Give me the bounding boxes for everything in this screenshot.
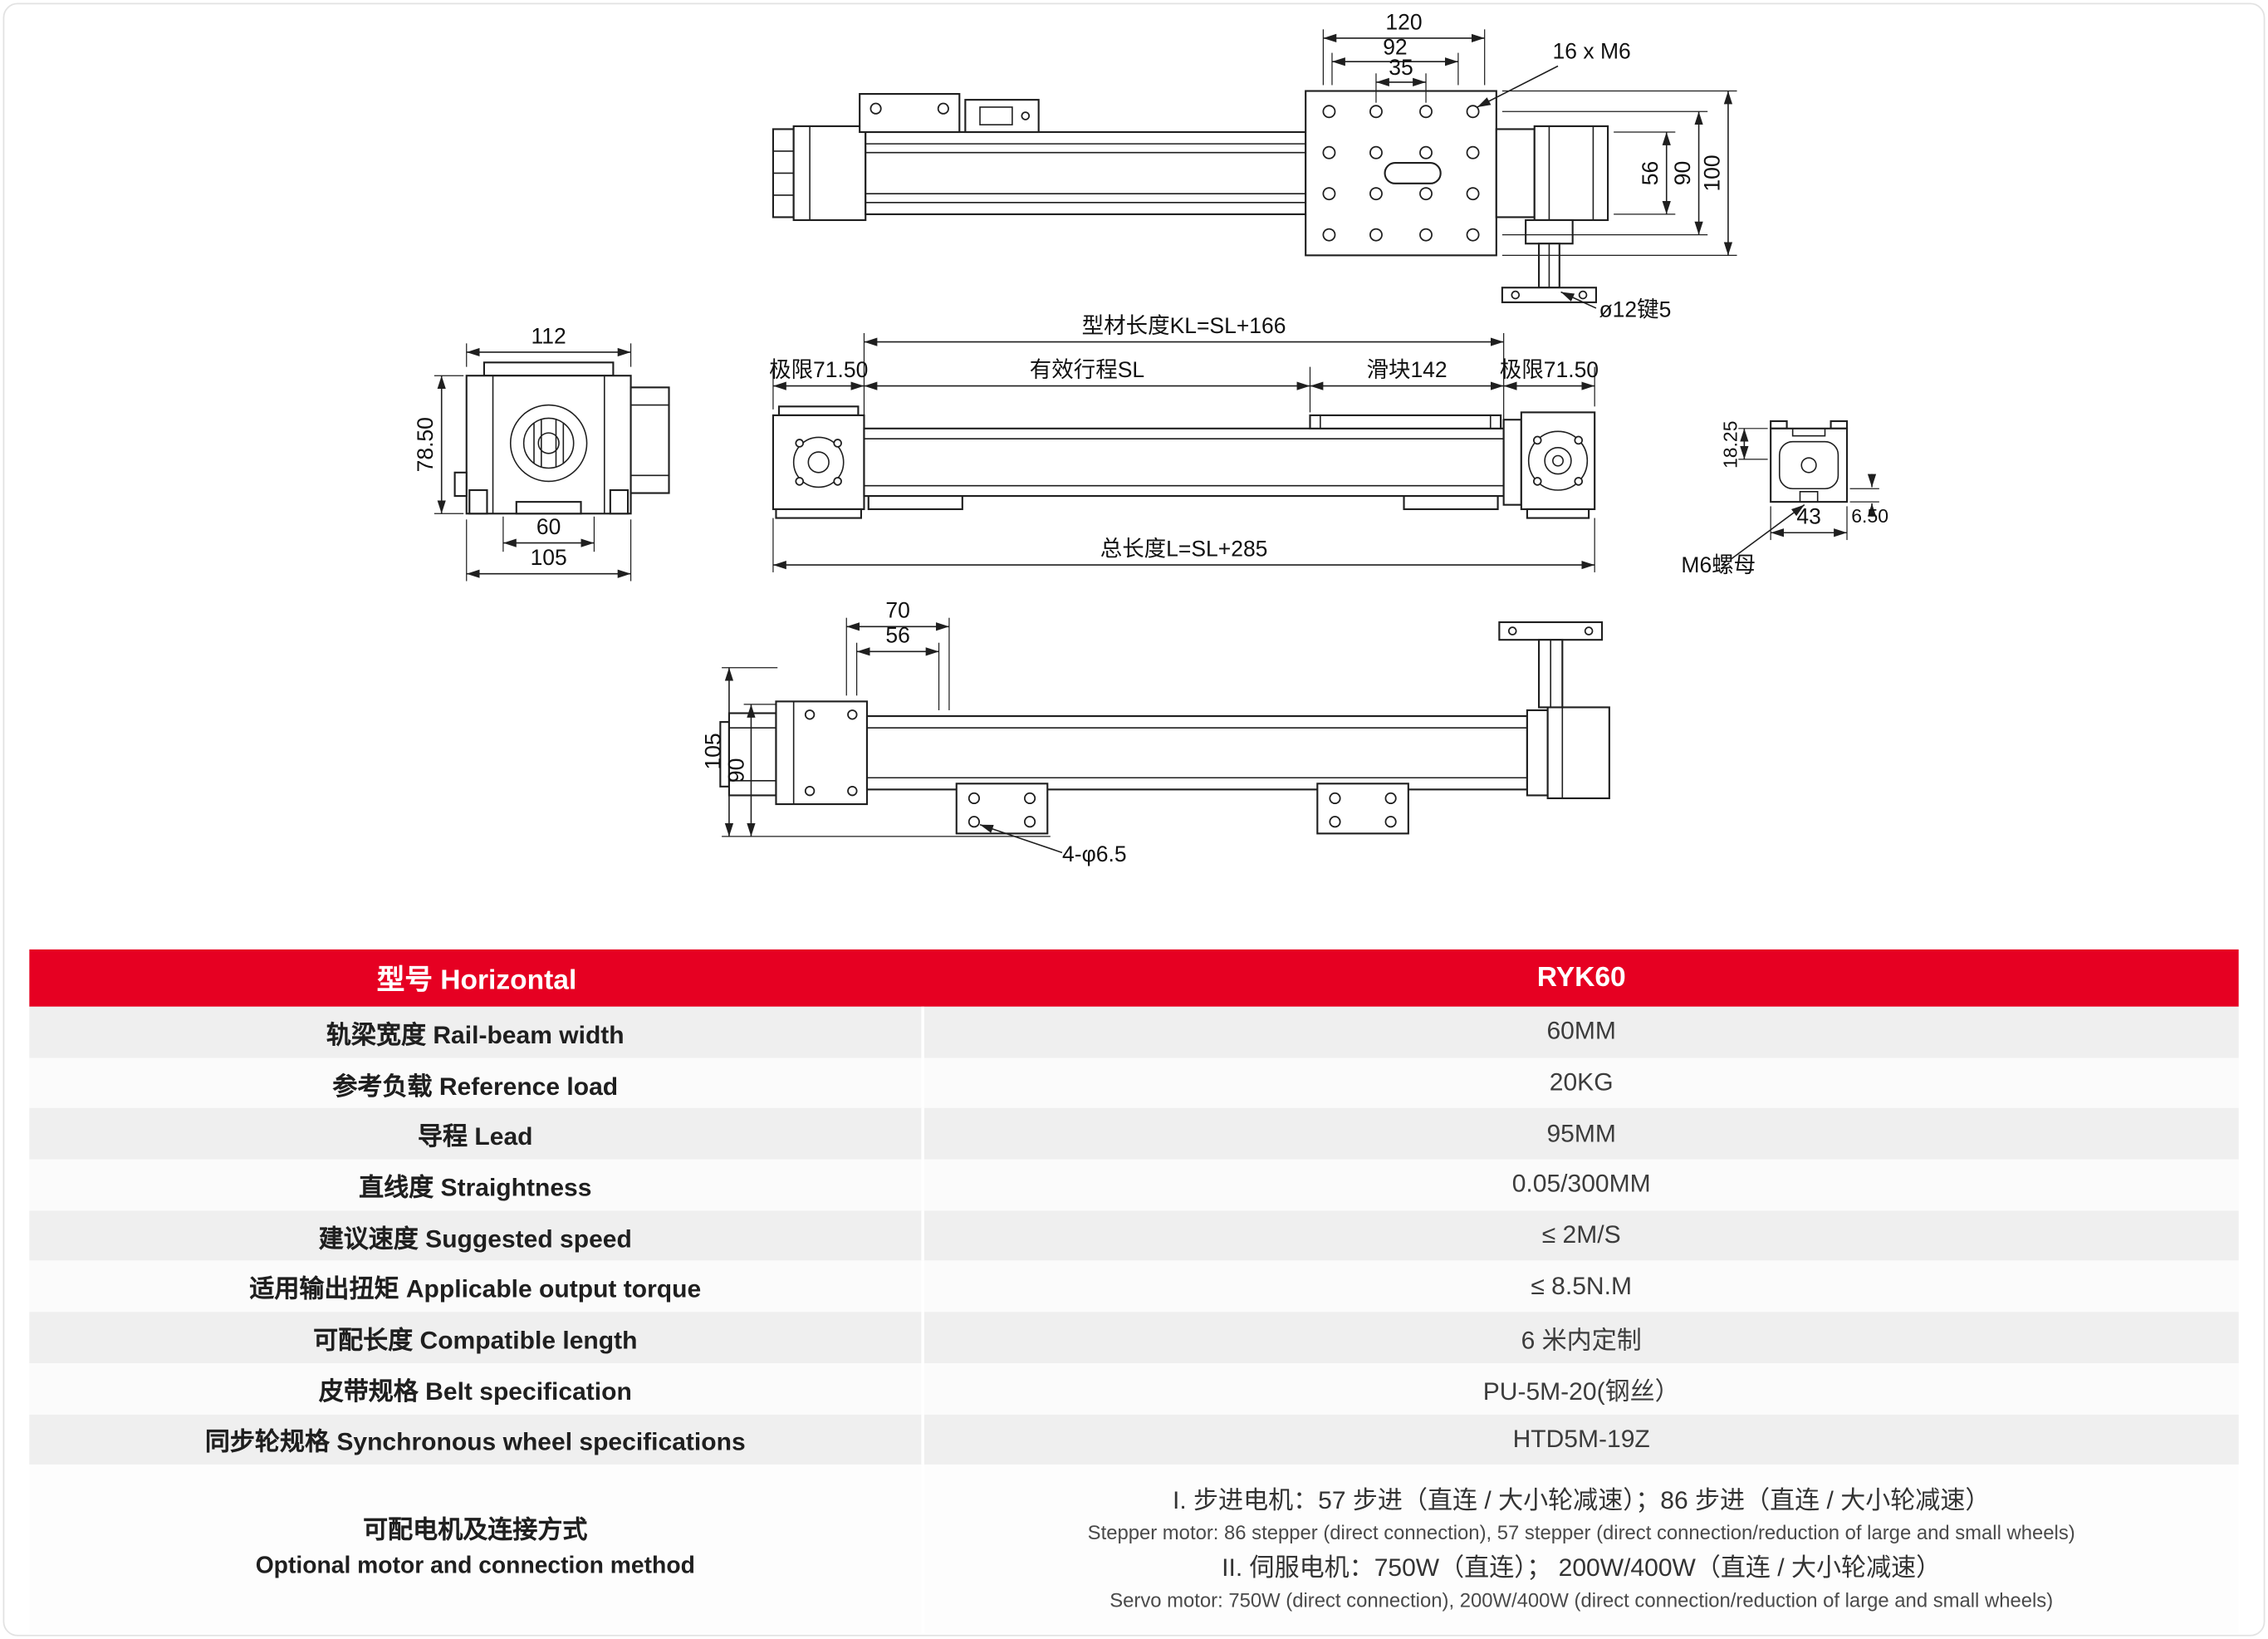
section-view-dimensions: 18.25 6.50 43 M6螺母 — [1681, 421, 1888, 577]
servo-line-zh: II. 伺服电机：750W（直连）； 200W/400W（直连 / 大小轮减速） — [1222, 1553, 1942, 1582]
dim-105-bottom-label: 105 — [700, 733, 725, 769]
table-row: 导程 Lead 95MM — [29, 1108, 2239, 1160]
table-row-motor: 可配电机及连接方式 Optional motor and connection … — [29, 1465, 2239, 1634]
table-row: 适用输出扭矩 Applicable output torque ≤ 8.5N.M — [29, 1261, 2239, 1313]
motor-label-zh: 可配电机及连接方式 — [363, 1515, 588, 1544]
shaft-key-label: ø12键5 — [1599, 297, 1671, 322]
front-view — [772, 405, 1596, 519]
dim-16xM6-label: 16 x M6 — [1553, 39, 1631, 64]
table-header-value: RYK60 — [1536, 961, 1626, 994]
row-value: 6 米内定制 — [1521, 1326, 1642, 1355]
dim-70-label: 70 — [885, 598, 909, 623]
dim-112-label: 112 — [531, 323, 566, 348]
front-view-dimensions: 型材长度KL=SL+166 极限71.50 有效行程SL 滑块142 极限71.… — [769, 313, 1599, 572]
dim-78-50-label: 78.50 — [413, 417, 438, 472]
limit-right-label: 极限71.50 — [1500, 357, 1599, 382]
m6-nut-label: M6螺母 — [1681, 552, 1756, 577]
dim-56-bottom-label: 56 — [885, 623, 909, 648]
row-value: 60MM — [1546, 1017, 1616, 1046]
row-label: 建议速度 Suggested speed — [29, 1210, 924, 1262]
dim-100-label: 100 — [1699, 155, 1724, 191]
table-row: 可配长度 Compatible length 6 米内定制 — [29, 1312, 2239, 1363]
bottom-view — [719, 621, 1610, 835]
dim-56-label: 56 — [1638, 161, 1663, 185]
section-view — [1770, 420, 1849, 503]
row-label: 同步轮规格 Synchronous wheel specifications — [29, 1414, 924, 1465]
profile-length-label: 型材长度KL=SL+166 — [1082, 313, 1286, 338]
row-value: 0.05/300MM — [1511, 1170, 1651, 1199]
dim-90-bottom-label: 90 — [724, 758, 749, 783]
dim-60-label: 60 — [536, 514, 561, 539]
dim-90-label: 90 — [1670, 161, 1695, 185]
technical-drawing: 120 92 35 16 x M6 56 90 100 ø12键5 — [413, 9, 1888, 866]
dim-18-25-label: 18.25 — [1720, 421, 1741, 469]
side-view — [453, 361, 670, 515]
holes-label: 4-φ6.5 — [1062, 842, 1127, 866]
row-label: 直线度 Straightness — [29, 1159, 924, 1210]
row-label: 适用输出扭矩 Applicable output torque — [29, 1261, 924, 1313]
row-label: 轨梁宽度 Rail-beam width — [29, 1006, 924, 1058]
dim-92-label: 92 — [1383, 34, 1407, 59]
row-label: 参考负载 Reference load — [29, 1057, 924, 1109]
total-length-label: 总长度L=SL+285 — [1100, 536, 1268, 561]
motor-row-label: 可配电机及连接方式 Optional motor and connection … — [29, 1465, 924, 1634]
stepper-line-zh: I. 步进电机：57 步进（直连 / 大小轮减速）；86 步进（直连 / 大小轮… — [1172, 1486, 1991, 1514]
row-value: 20KG — [1549, 1068, 1614, 1097]
slider-label: 滑块142 — [1366, 357, 1447, 382]
table-row: 建议速度 Suggested speed ≤ 2M/S — [29, 1210, 2239, 1262]
motor-row-value: I. 步进电机：57 步进（直连 / 大小轮减速）；86 步进（直连 / 大小轮… — [924, 1465, 2239, 1633]
row-label: 可配长度 Compatible length — [29, 1312, 924, 1363]
table-header-row: 型号 Horizontal RYK60 — [29, 949, 2239, 1007]
spec-table: 型号 Horizontal RYK60 轨梁宽度 Rail-beam width… — [29, 949, 2239, 1634]
row-value: 95MM — [1546, 1119, 1616, 1147]
row-value: ≤ 2M/S — [1541, 1220, 1621, 1249]
dim-35-label: 35 — [1389, 55, 1413, 80]
table-row: 皮带规格 Belt specification PU-5M-20(钢丝） — [29, 1362, 2239, 1415]
stroke-label: 有效行程SL — [1030, 357, 1144, 382]
row-value: PU-5M-20(钢丝） — [1482, 1377, 1680, 1406]
stepper-line-en: Stepper motor: 86 stepper (direct connec… — [1087, 1522, 2075, 1545]
row-label: 皮带规格 Belt specification — [29, 1362, 924, 1415]
table-row: 直线度 Straightness 0.05/300MM — [29, 1159, 2239, 1210]
table-row: 参考负载 Reference load 20KG — [29, 1057, 2239, 1109]
motor-label-en: Optional motor and connection method — [255, 1554, 695, 1580]
table-header-model: 型号 Horizontal — [376, 965, 577, 997]
row-value: HTD5M-19Z — [1512, 1424, 1650, 1453]
limit-left-label: 极限71.50 — [769, 357, 868, 382]
side-view-dimensions: 112 78.50 60 105 — [413, 323, 632, 582]
bottom-view-dimensions: 70 56 105 90 4-φ6.5 — [700, 598, 1126, 866]
dim-6-50-label: 6.50 — [1851, 505, 1888, 527]
table-row: 轨梁宽度 Rail-beam width 60MM — [29, 1006, 2239, 1058]
top-view-dimensions: 120 92 35 16 x M6 56 90 100 ø12键5 — [1322, 9, 1737, 322]
row-value: ≤ 8.5N.M — [1531, 1272, 1632, 1300]
row-label: 导程 Lead — [29, 1108, 924, 1160]
table-row: 同步轮规格 Synchronous wheel specifications H… — [29, 1414, 2239, 1465]
top-view — [772, 90, 1609, 303]
dim-120-label: 120 — [1385, 9, 1422, 34]
dim-105-label: 105 — [531, 545, 567, 570]
servo-line-en: Servo motor: 750W (direct connection), 2… — [1110, 1589, 2054, 1612]
